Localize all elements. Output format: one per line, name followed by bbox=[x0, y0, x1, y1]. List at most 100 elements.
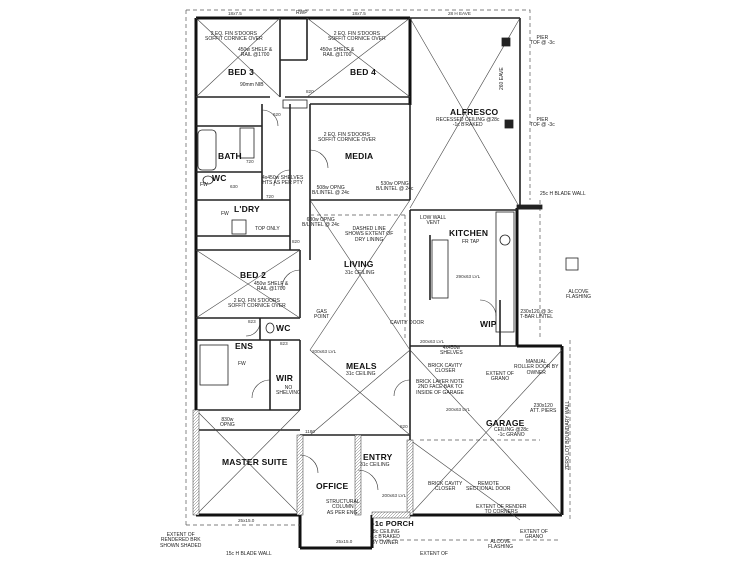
note: CEILING @28c-1c GRANO bbox=[494, 427, 529, 439]
room-label-kitchen: KITCHEN bbox=[449, 228, 489, 238]
laundry-trough-icon bbox=[231, 219, 247, 235]
note: FW bbox=[221, 211, 229, 217]
rendered-brick bbox=[192, 409, 414, 519]
dimension: 18x7.5 bbox=[352, 11, 366, 16]
note: FW bbox=[238, 361, 246, 367]
room-label-bath: BATH bbox=[218, 151, 242, 161]
dimension: 200x63 LVL bbox=[312, 349, 337, 354]
dimension: 820 bbox=[400, 424, 408, 429]
dimension: 620 bbox=[273, 112, 281, 117]
note: 450w SHELF &RAIL @1700 bbox=[320, 47, 355, 59]
dimension: 630 bbox=[230, 184, 238, 189]
kitchen-island-icon bbox=[431, 239, 449, 299]
room-label-garage: GARAGE bbox=[486, 418, 525, 428]
note: FW bbox=[200, 182, 208, 188]
room-label-media: MEDIA bbox=[345, 151, 374, 161]
dimension: 820 bbox=[306, 89, 314, 94]
note: 260 EAVE bbox=[499, 67, 505, 90]
note: EXTENT OF bbox=[420, 551, 448, 557]
dimension: 200x63 LVL bbox=[382, 493, 407, 498]
rwp-icon bbox=[501, 37, 511, 47]
note: ZERO LOT BOUNDARY WALL bbox=[565, 400, 571, 470]
room-label-wc2: WC bbox=[276, 323, 291, 333]
room-label-alfresco: ALFRESCO bbox=[450, 107, 499, 117]
dimension: 720 bbox=[266, 194, 274, 199]
note: 450w SHELF &RAIL @1700 bbox=[254, 281, 289, 293]
dimension: 200x63 LVL bbox=[420, 339, 445, 344]
dimension: 25x15.0 bbox=[238, 518, 255, 523]
dimension: 823 bbox=[280, 341, 288, 346]
room-label-entry: ENTRY bbox=[363, 452, 393, 462]
fixtures bbox=[197, 37, 579, 386]
toilet-icon bbox=[202, 175, 214, 185]
toilet-icon bbox=[265, 322, 275, 334]
dimension: 18x7.5 bbox=[228, 11, 242, 16]
room-label-bed2: BED 2 bbox=[240, 270, 267, 280]
room-label-wc1: WC bbox=[212, 173, 227, 183]
note: 25c H BLADE WALL bbox=[540, 191, 586, 197]
room-label-ens: ENS bbox=[235, 341, 254, 351]
bathtub-icon bbox=[197, 129, 217, 171]
pier-icon bbox=[504, 119, 514, 129]
dimension: 820 bbox=[292, 239, 300, 244]
room-label-office: OFFICE bbox=[316, 481, 349, 491]
room-label-meals: MEALS bbox=[346, 361, 377, 371]
door-swings bbox=[245, 109, 497, 491]
sink-icon bbox=[499, 234, 511, 246]
kitchen-bench-icon bbox=[495, 211, 515, 333]
dimension: 720 bbox=[246, 159, 254, 164]
hwu-icon bbox=[565, 257, 579, 271]
shower-icon bbox=[199, 344, 229, 386]
note: 31c CEILING bbox=[360, 462, 390, 468]
room-label-porch: -1c PORCH bbox=[372, 519, 414, 528]
note: CAVITY DOOR bbox=[390, 320, 424, 326]
dimension: 200x63 LVL bbox=[446, 407, 471, 412]
dimension: 25x15.0 bbox=[336, 539, 353, 544]
room-label-wip: WIP bbox=[480, 319, 497, 329]
dimension: 823 bbox=[248, 319, 256, 324]
room-label-master: MASTER SUITE bbox=[222, 457, 288, 467]
dimension: 290x63 LVL bbox=[456, 274, 481, 279]
room-label-bed3: BED 3 bbox=[228, 67, 255, 77]
note: TOP ONLY bbox=[255, 226, 280, 232]
dimension: 1180 bbox=[305, 429, 315, 434]
note: 450w SHELF &RAIL @1700 bbox=[238, 47, 273, 59]
dimension: 28 H EAVE bbox=[448, 11, 471, 16]
room-label-living: LIVING bbox=[344, 259, 374, 269]
note: FR TAP bbox=[462, 239, 480, 245]
room-label-ldry: L'DRY bbox=[234, 204, 260, 214]
pier-icon bbox=[516, 204, 543, 210]
note: 31c CEILING bbox=[345, 270, 375, 276]
vanity-icon bbox=[239, 127, 255, 159]
room-label-bed4: BED 4 bbox=[350, 67, 377, 77]
